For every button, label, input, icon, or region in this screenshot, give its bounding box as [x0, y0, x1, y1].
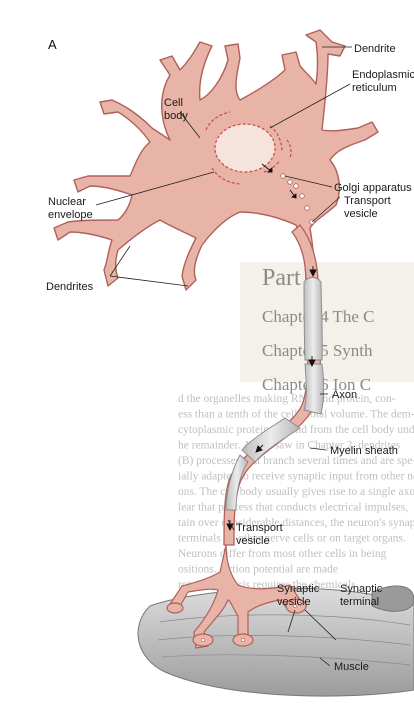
label-line: Synaptic	[340, 583, 383, 595]
label-line: Transport	[344, 195, 391, 207]
label-line: body	[164, 110, 188, 122]
label-line: reticulum	[352, 82, 397, 94]
label-muscle: Muscle	[334, 661, 369, 673]
bg-paragraph-line: d the organelles making RNA and protein,…	[178, 393, 396, 405]
cell-body	[54, 30, 378, 290]
label-line: terminal	[340, 596, 379, 608]
bg-paragraph-line: lear that process that conducts electric…	[178, 502, 408, 514]
bg-paragraph-line: ons. The cell body usually gives rise to…	[178, 486, 414, 498]
label-line: envelope	[48, 209, 93, 221]
label-line: Endoplasmic	[352, 69, 414, 81]
bg-paragraph-line: Neurons differ from most other cells in …	[178, 548, 387, 560]
label-line: vesicle	[344, 208, 378, 220]
label-line: vesicle	[277, 596, 311, 608]
panel-letter: A	[48, 37, 57, 52]
bg-paragraph-line: ially adapted to receive synaptic input …	[178, 471, 414, 483]
label-line: Nuclear	[48, 196, 86, 208]
label-dendrites: Dendrites	[46, 281, 94, 293]
label-golgi-apparatus: Golgi apparatus	[334, 182, 412, 194]
label-line: Synaptic	[277, 583, 320, 595]
label-line: vesicle	[236, 535, 270, 547]
label-myelin-sheath: Myelin sheath	[330, 445, 398, 457]
label-line: Cell	[164, 97, 183, 109]
label-dendrite: Dendrite	[354, 43, 396, 55]
bg-paragraph-line: tain over considerable distances, the ne…	[178, 517, 414, 529]
label-axon: Axon	[332, 389, 357, 401]
bg-part: Part	[262, 265, 301, 291]
bg-paragraph-line: ositions. Action potential are made	[178, 564, 338, 576]
label-line: Transport	[236, 522, 283, 534]
nuclear-envelope-shape	[215, 124, 275, 172]
bg-paragraph-line: terminals on other nerve cells or on tar…	[178, 533, 406, 545]
